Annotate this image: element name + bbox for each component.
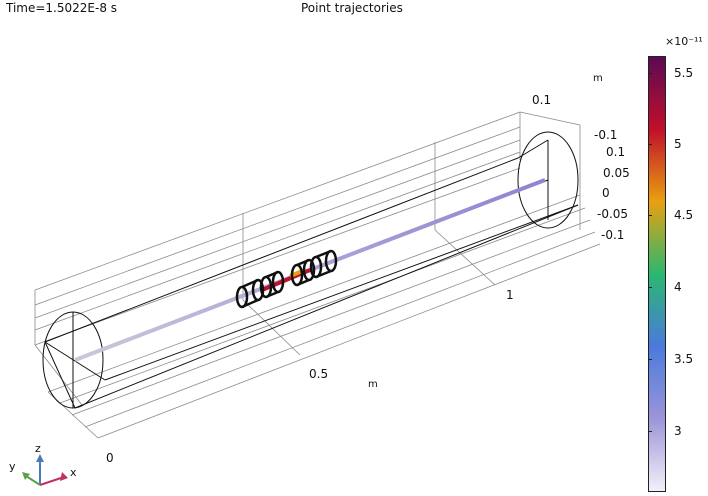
z-tick-0: 0 [602,186,610,200]
z-tick-neg-0-05: -0.05 [597,207,629,221]
colorbar-mark [648,215,652,216]
x-tick-1: 1 [506,288,514,302]
colorbar-mark [648,144,652,145]
plot-canvas[interactable] [0,0,640,496]
colorbar-exponent: ×10⁻¹¹ [665,35,703,48]
time-label: Time=1.5022E-8 s [6,1,118,15]
x-tick-0-5: 0.5 [309,367,329,381]
axis-triad [22,454,68,486]
colorbar-mark [648,359,652,360]
z-tick-neg-0-1: -0.1 [601,228,625,242]
triad-z-label: z [35,442,41,455]
colorbar-tick-4: 4 [674,280,682,294]
colorbar [648,56,666,492]
y-unit: m [593,73,603,84]
colorbar-tick-5-5: 5.5 [674,66,694,80]
triad-y-label: y [9,460,16,473]
y-tick-bottom: -0.1 [594,128,618,142]
colorbar-tick-3-5: 3.5 [674,352,694,366]
z-tick-0-1: 0.1 [606,145,626,159]
plot-title: Point trajectories [301,1,403,15]
colorbar-mark [648,431,652,432]
z-tick-0-05: 0.05 [603,166,630,180]
grid-lines [34,111,601,439]
colorbar-mark [648,287,652,288]
colorbar-tick-3: 3 [674,424,682,438]
colorbar-tick-4-5: 4.5 [674,208,694,222]
y-tick-top: 0.1 [532,93,552,107]
colorbar-tick-5: 5 [674,137,682,151]
colorbar-mark [648,73,652,74]
triad-x-label: x [70,466,77,479]
x-unit: m [368,379,378,390]
x-tick-0: 0 [106,451,114,465]
coil-group [235,249,338,309]
